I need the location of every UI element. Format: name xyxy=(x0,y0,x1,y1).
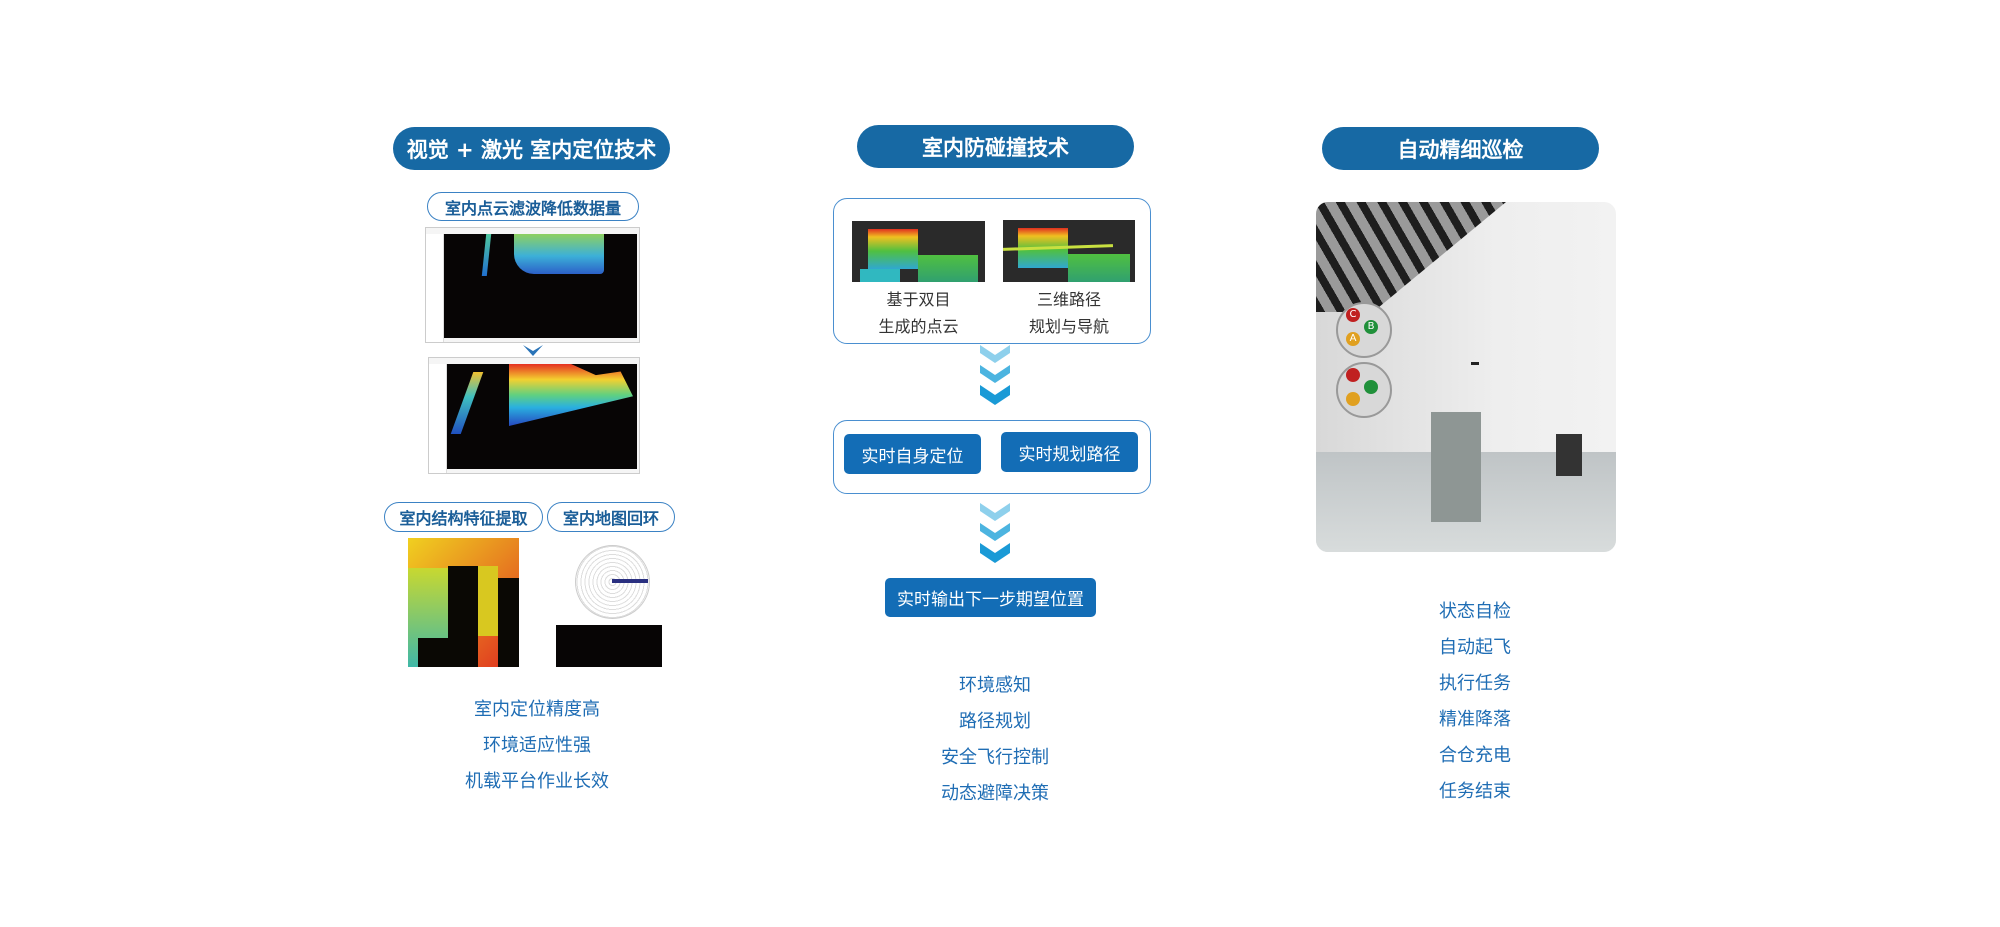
stereo-caption: 基于双目 生成的点云 xyxy=(852,286,985,340)
drone-icon xyxy=(1471,362,1479,365)
down-arrow-icon xyxy=(523,345,543,356)
caption-line: 基于双目 xyxy=(886,290,951,309)
phase-c-label: C xyxy=(1346,308,1360,322)
path-planning-image xyxy=(1003,220,1135,282)
step-item: 合仓充电 xyxy=(1439,745,1511,766)
stereo-point-cloud-image xyxy=(852,221,985,282)
structure-feature-image xyxy=(408,538,519,667)
chevron-down-icon xyxy=(980,503,1010,563)
loop-closure-polar-plot xyxy=(575,545,650,619)
filter-label: 室内点云滤波降低数据量 xyxy=(427,192,639,221)
map-loop-label: 室内地图回环 xyxy=(547,502,675,532)
capability-item: 安全飞行控制 xyxy=(941,747,1049,768)
capability-item: 动态避障决策 xyxy=(941,783,1049,804)
path-caption: 三维路径 规划与导航 xyxy=(1003,286,1135,340)
benefit-item: 环境适应性强 xyxy=(483,735,591,756)
middle-capabilities-list: 环境感知 路径规划 安全飞行控制 动态避障决策 xyxy=(895,668,1095,812)
step-item: 自动起飞 xyxy=(1439,637,1511,658)
point-cloud-before-screenshot xyxy=(425,227,640,343)
caption-line: 生成的点云 xyxy=(878,317,959,336)
benefit-item: 室内定位精度高 xyxy=(474,699,600,720)
inspection-steps-list: 状态自检 自动起飞 执行任务 精准降落 合仓充电 任务结束 xyxy=(1375,594,1575,810)
inspection-hall-photo: C B A xyxy=(1316,202,1616,552)
point-cloud-after-screenshot xyxy=(428,357,640,474)
caption-line: 规划与导航 xyxy=(1028,317,1109,336)
capability-item: 环境感知 xyxy=(959,675,1031,696)
capability-item: 路径规划 xyxy=(959,711,1031,732)
feature-extraction-label: 室内结构特征提取 xyxy=(384,502,543,532)
step-item: 执行任务 xyxy=(1439,673,1511,694)
realtime-planning-button: 实时规划路径 xyxy=(1001,432,1138,472)
output-position-button: 实时输出下一步期望位置 xyxy=(885,578,1096,617)
caption-line: 三维路径 xyxy=(1036,290,1101,309)
phase-a-label: A xyxy=(1346,332,1360,346)
right-section-title: 自动精细巡检 xyxy=(1322,127,1599,170)
realtime-localization-button: 实时自身定位 xyxy=(844,434,981,474)
benefit-item: 机载平台作业长效 xyxy=(465,771,609,792)
chevron-down-icon xyxy=(980,345,1010,405)
loop-closure-dark-image xyxy=(556,625,662,667)
left-benefits-list: 室内定位精度高 环境适应性强 机载平台作业长效 xyxy=(437,692,637,800)
middle-section-title: 室内防碰撞技术 xyxy=(857,125,1134,168)
phase-b-label: B xyxy=(1364,320,1378,334)
step-item: 任务结束 xyxy=(1439,781,1511,802)
step-item: 精准降落 xyxy=(1439,709,1511,730)
left-section-title: 视觉 + 激光 室内定位技术 xyxy=(393,127,670,170)
step-item: 状态自检 xyxy=(1439,601,1511,622)
